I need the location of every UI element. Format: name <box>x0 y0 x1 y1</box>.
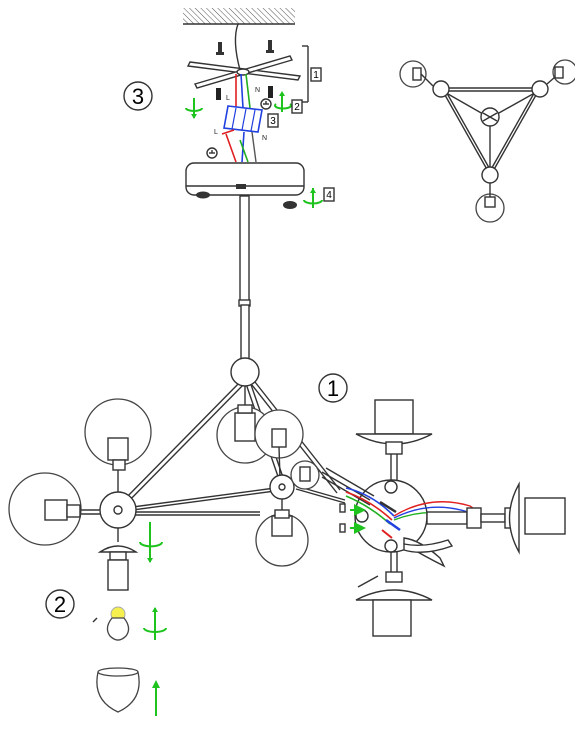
main-fixture <box>8 357 346 591</box>
step-1-label: 1 <box>318 373 348 403</box>
step-2-label: 2 <box>45 589 75 619</box>
svg-text:3: 3 <box>270 116 276 127</box>
screw-icon <box>268 86 273 98</box>
wire-green <box>245 73 251 109</box>
screw-icon <box>266 40 274 53</box>
svg-text:2: 2 <box>294 102 300 113</box>
callout-2: 2 <box>291 99 303 114</box>
svg-text:4: 4 <box>326 190 332 201</box>
svg-text:L: L <box>226 95 230 102</box>
bulb-icon <box>92 606 130 641</box>
svg-text:N: N <box>255 87 260 94</box>
screw-icon <box>216 42 224 55</box>
rotate-arrow-icon <box>274 91 292 112</box>
rotate-arrow-icon <box>143 607 167 640</box>
callout-1: 1 <box>302 45 322 103</box>
rotate-arrow-icon <box>303 188 323 208</box>
top-view-diagram <box>399 59 575 223</box>
mounting-crossbar <box>186 40 302 100</box>
rotate-arrow-icon <box>185 98 203 119</box>
terminal-block-icon <box>223 105 263 133</box>
suspension-rod <box>238 195 251 362</box>
mounting-cable <box>234 23 241 71</box>
svg-text:N: N <box>262 135 267 142</box>
wire-blue <box>240 73 244 109</box>
svg-text:3: 3 <box>132 84 144 109</box>
screw-icon <box>216 88 221 100</box>
svg-text:1: 1 <box>313 70 319 81</box>
svg-text:2: 2 <box>54 592 66 617</box>
step-3-label: 3 <box>123 81 153 111</box>
up-arrow-icon <box>152 680 160 716</box>
canopy <box>185 162 305 209</box>
ground-symbol-icon <box>260 98 272 110</box>
callout-4: 4 <box>323 187 335 202</box>
svg-text:L: L <box>214 129 218 136</box>
rotate-arrow-icon <box>139 522 163 563</box>
ceiling-icon <box>183 8 295 25</box>
wiring-hub-detail <box>321 399 566 637</box>
pliers-icon <box>403 537 454 568</box>
callout-3: 3 <box>267 113 279 128</box>
svg-text:1: 1 <box>327 376 339 401</box>
ground-symbol-icon <box>206 147 218 159</box>
glass-shade <box>96 667 140 713</box>
